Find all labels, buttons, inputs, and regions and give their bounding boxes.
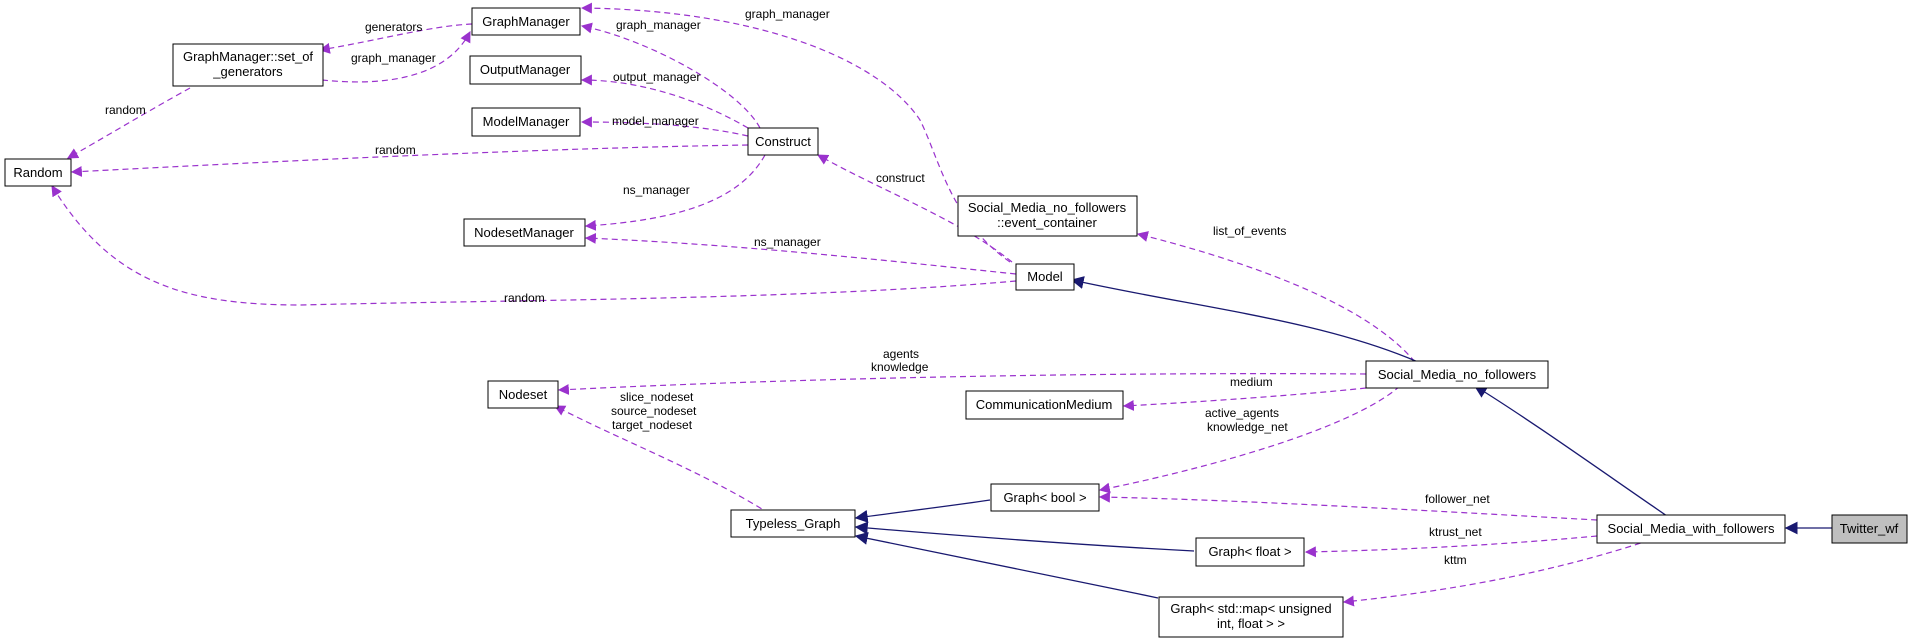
svg-text:NodesetManager: NodesetManager [474,225,574,240]
node-random[interactable]: Random [4,158,72,187]
edge-random-setgen [67,87,191,159]
node-twitter-wf[interactable]: Twitter_wf [1831,514,1908,544]
label-ns-manager-b: ns_manager [754,235,821,249]
svg-text:Graph< std::map< unsigned: Graph< std::map< unsigned [1170,601,1331,616]
label-slice-nodeset: slice_nodeset [620,390,694,404]
nodes: Twitter_wf Social_Media_with_followers S… [4,7,1908,638]
label-graph-manager-c: graph_manager [745,7,830,21]
svg-text:Social_Media_no_followers: Social_Media_no_followers [968,200,1127,215]
node-graph-float[interactable]: Graph< float > [1195,537,1305,567]
edge-graph-manager-setgen [321,31,471,83]
svg-text:Graph< bool >: Graph< bool > [1003,490,1086,505]
node-graph-manager[interactable]: GraphManager [471,7,581,36]
label-random-b: random [375,143,416,157]
label-construct: construct [876,171,925,185]
svg-text:Twitter_wf: Twitter_wf [1840,521,1899,536]
edge-list-of-events [1136,231,1416,363]
node-model-manager[interactable]: ModelManager [471,107,581,137]
label-ktrust-net: ktrust_net [1429,525,1482,539]
svg-text:Nodeset: Nodeset [499,387,548,402]
node-construct[interactable]: Construct [747,127,819,156]
edge-ns-manager-construct [584,154,766,231]
svg-text:Construct: Construct [755,134,811,149]
svg-text:CommunicationMedium: CommunicationMedium [976,397,1113,412]
label-random-c: random [504,291,545,305]
svg-text:GraphManager::set_of: GraphManager::set_of [183,49,313,64]
label-medium: medium [1230,375,1273,389]
label-agents: agents [883,347,919,361]
node-social-media-no-followers[interactable]: Social_Media_no_followers [1365,360,1549,389]
svg-text:OutputManager: OutputManager [480,62,571,77]
svg-text:Typeless_Graph: Typeless_Graph [746,516,841,531]
label-knowledge: knowledge [871,360,929,374]
edge-follower-net [1098,491,1598,521]
edge-ktrust-net [1304,535,1598,558]
svg-text:_generators: _generators [212,64,283,79]
edge-nodeset-typeless [554,405,771,515]
edge-model-manager [580,116,749,137]
edge-graph-manager-construct [580,22,761,129]
edge-construct-model [817,154,1013,263]
edge-graph-float-inherits [854,521,1195,552]
svg-text:Social_Media_with_followers: Social_Media_with_followers [1608,521,1775,536]
edge-active-agents [1098,385,1401,494]
edge-kttm [1342,539,1651,607]
edge-labels: generators graph_manager graph_manager g… [105,7,1490,567]
edge-random-model [51,185,1017,306]
svg-text:Model: Model [1027,269,1063,284]
node-event-container[interactable]: Social_Media_no_followers ::event_contai… [957,195,1138,237]
node-graph-bool[interactable]: Graph< bool > [990,483,1100,512]
edge-no-followers-inherits [1070,276,1419,363]
svg-text:int, float > >: int, float > > [1217,616,1285,631]
edge-medium [1122,387,1367,411]
edge-agents-knowledge [557,373,1367,396]
inheritance-edges [854,276,1832,599]
label-knowledge-net: knowledge_net [1207,420,1288,434]
svg-text:GraphManager: GraphManager [482,14,570,29]
edge-graph-bool-inherits [854,499,991,523]
label-target-nodeset: target_nodeset [612,418,693,432]
label-output-manager: output_manager [613,70,700,84]
svg-text:ModelManager: ModelManager [483,114,570,129]
node-set-of-generators[interactable]: GraphManager::set_of _generators [172,43,324,87]
label-graph-manager-b: graph_manager [616,18,701,32]
node-graph-map[interactable]: Graph< std::map< unsigned int, float > > [1158,596,1344,638]
node-nodeset-manager[interactable]: NodesetManager [463,218,586,247]
label-graph-manager-a: graph_manager [351,51,436,65]
svg-text:Social_Media_no_followers: Social_Media_no_followers [1378,367,1537,382]
edge-graph-map-inherits [854,531,1159,599]
label-ns-manager-a: ns_manager [623,183,690,197]
node-communication-medium[interactable]: CommunicationMedium [965,390,1124,420]
edge-with-followers-inherits [1473,385,1668,517]
svg-text:::event_container: ::event_container [997,215,1097,230]
edge-generators-real [318,23,473,54]
label-model-manager: model_manager [612,114,699,128]
svg-text:Graph< float >: Graph< float > [1208,544,1291,559]
node-typeless-graph[interactable]: Typeless_Graph [730,509,856,538]
edge-output-manager [580,74,749,129]
label-follower-net: follower_net [1425,492,1490,506]
label-source-nodeset: source_nodeset [611,404,697,418]
label-kttm: kttm [1444,553,1467,567]
label-generators: generators [365,20,422,34]
node-nodeset[interactable]: Nodeset [487,380,559,409]
node-output-manager[interactable]: OutputManager [469,55,582,85]
svg-text:Random: Random [13,165,62,180]
label-random-a: random [105,103,146,117]
label-list-of-events: list_of_events [1213,224,1286,238]
label-active-agents: active_agents [1205,406,1279,420]
node-model[interactable]: Model [1015,263,1075,291]
node-social-media-with-followers[interactable]: Social_Media_with_followers [1596,514,1786,544]
